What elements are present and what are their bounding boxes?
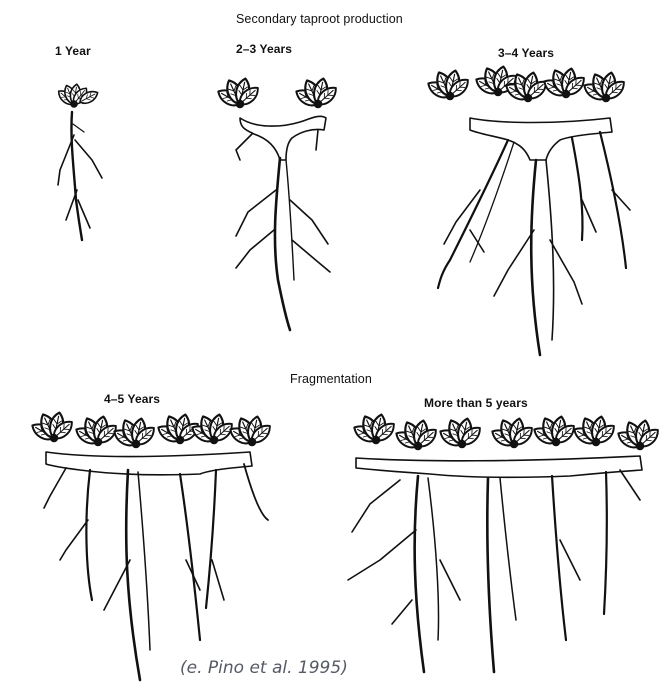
stage-1-plant xyxy=(56,84,102,240)
stage-2-plant xyxy=(215,77,339,330)
stage-3-plant xyxy=(425,65,630,355)
citation-text: (e. Pino et al. 1995) xyxy=(180,658,348,678)
stage-label-5: More than 5 years xyxy=(424,396,528,410)
section-title-secondary-taproot: Secondary taproot production xyxy=(236,12,403,26)
stage-4-plant xyxy=(29,411,273,680)
stage-label-4: 4–5 Years xyxy=(104,392,160,406)
stage-5-plant xyxy=(348,413,662,672)
stage-label-2: 2–3 Years xyxy=(236,42,292,56)
stage-label-3: 3–4 Years xyxy=(498,46,554,60)
section-title-fragmentation: Fragmentation xyxy=(290,372,372,386)
stage-label-1: 1 Year xyxy=(55,44,91,58)
